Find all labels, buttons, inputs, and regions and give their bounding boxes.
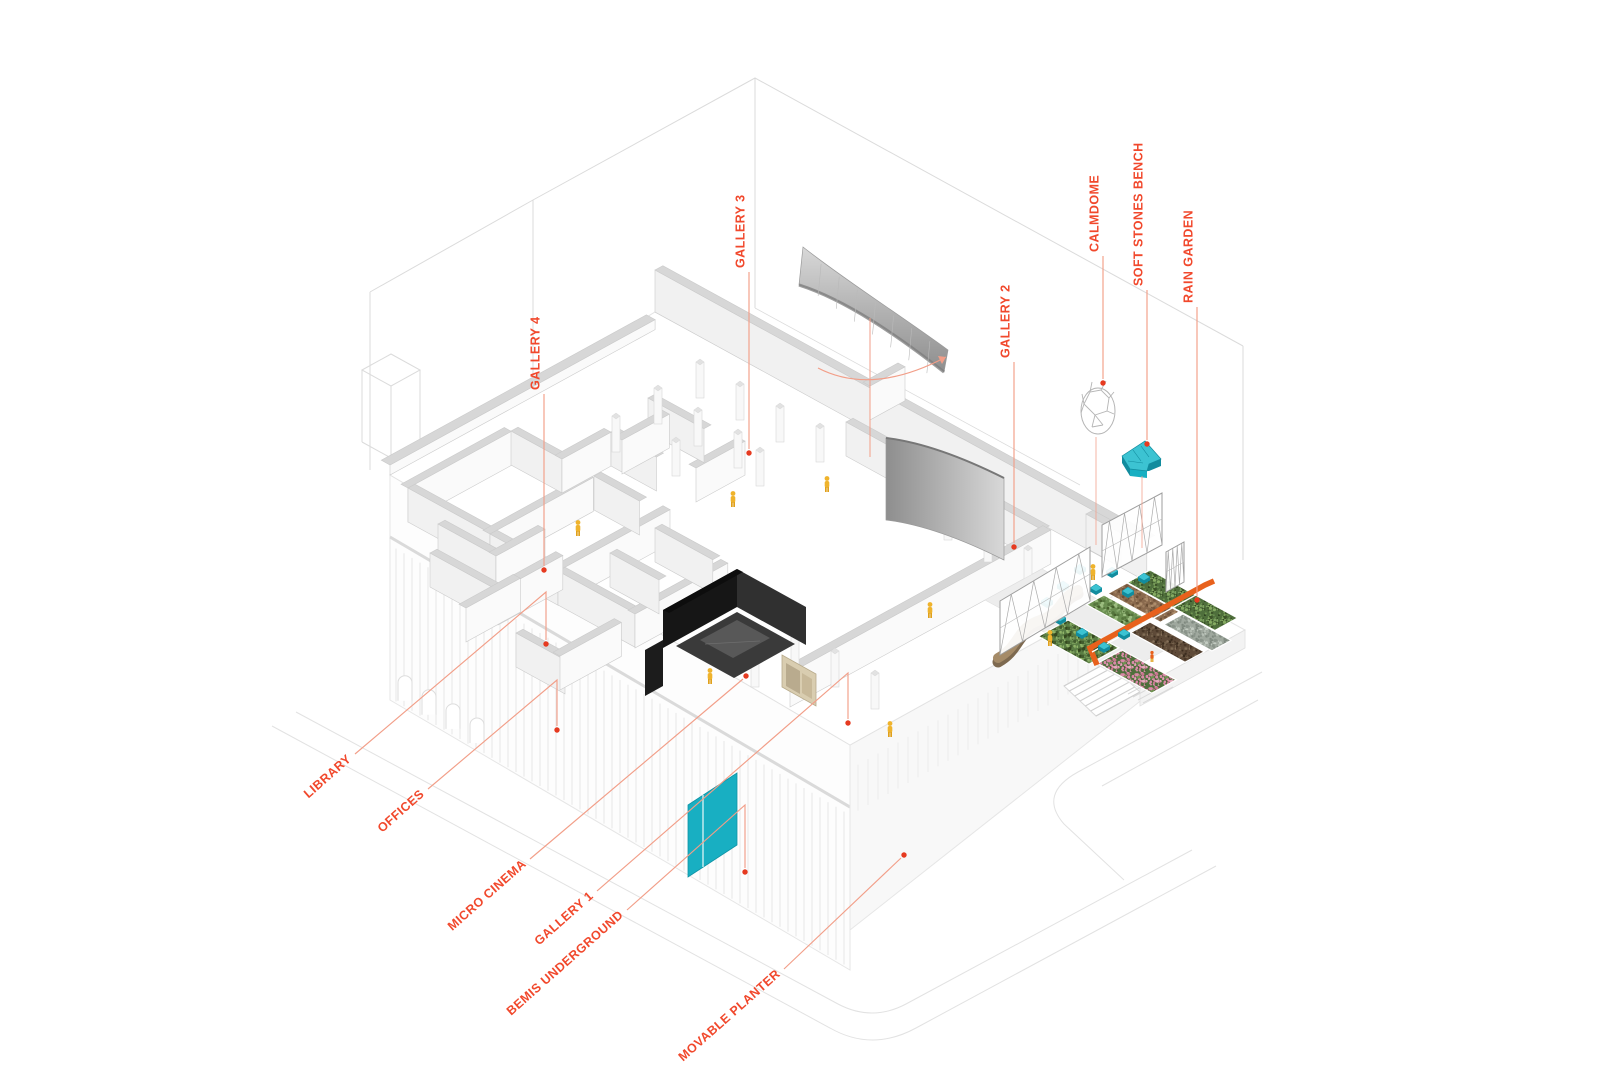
soft-stones-bench-callout: SOFT STONES BENCH bbox=[1132, 142, 1150, 548]
micro-cinema-box bbox=[663, 569, 737, 648]
gallery-4-callout: GALLERY 4 bbox=[529, 316, 547, 573]
library-leader-line bbox=[354, 590, 547, 755]
underground-arch bbox=[397, 675, 413, 701]
underground-arch bbox=[445, 703, 461, 729]
gallery-2-label: GALLERY 2 bbox=[999, 284, 1013, 358]
movable-planter-target-dot bbox=[901, 852, 907, 858]
column bbox=[735, 383, 745, 421]
movable-planter-label: MOVABLE PLANTER bbox=[676, 967, 783, 1064]
micro-cinema-label: MICRO CINEMA bbox=[445, 857, 529, 934]
column bbox=[775, 405, 785, 443]
offices-leader-line bbox=[427, 678, 558, 790]
column bbox=[653, 387, 663, 425]
column bbox=[870, 672, 880, 710]
rain-garden-callout: RAIN GARDEN bbox=[1182, 210, 1200, 603]
underground-arch bbox=[469, 717, 485, 743]
person-figure bbox=[1047, 630, 1053, 646]
underground-arch bbox=[421, 689, 437, 715]
soft-stones-bench-target-dot bbox=[1144, 441, 1150, 447]
rain-garden-label: RAIN GARDEN bbox=[1182, 210, 1196, 303]
exhibits-and-objects bbox=[575, 246, 1247, 878]
person-figure bbox=[1090, 564, 1096, 580]
micro-cinema-leader-line bbox=[529, 678, 744, 860]
garden-bed bbox=[1096, 649, 1178, 694]
person-figure bbox=[730, 491, 736, 507]
gallery-1-leader-line bbox=[596, 671, 849, 892]
gallery-1-target-dot bbox=[845, 720, 851, 726]
building-shell-wireframe bbox=[360, 77, 1244, 560]
gallery-3-callout: GALLERY 3 bbox=[734, 194, 752, 456]
bemis-underground-target-dot bbox=[742, 869, 748, 875]
column bbox=[755, 449, 765, 487]
column bbox=[815, 425, 825, 463]
column bbox=[671, 439, 681, 477]
person-figure bbox=[824, 476, 830, 492]
micro-cinema-wing bbox=[645, 640, 663, 696]
rotation-arc bbox=[817, 356, 947, 381]
offices-target-dot bbox=[554, 727, 560, 733]
soft-stones-bench-icon bbox=[1121, 440, 1162, 478]
column bbox=[693, 409, 703, 447]
library-label: LIBRARY bbox=[301, 752, 354, 801]
person-figure bbox=[707, 668, 713, 684]
gallery-3-label: GALLERY 3 bbox=[734, 194, 748, 268]
gallery-2-target-dot bbox=[1011, 544, 1017, 550]
calmdome-label: CALMDOME bbox=[1088, 175, 1102, 252]
gallery-4-label: GALLERY 4 bbox=[529, 316, 543, 390]
person-figure bbox=[927, 602, 933, 618]
column bbox=[611, 415, 621, 453]
gallery-2-callout: GALLERY 2 bbox=[999, 284, 1017, 550]
rain-garden-target-dot bbox=[1194, 597, 1200, 603]
person-figure bbox=[887, 721, 893, 737]
column bbox=[733, 431, 743, 469]
gallery-4-target-dot bbox=[541, 567, 547, 573]
garden-path bbox=[1086, 578, 1216, 667]
movable-planter-leader-line bbox=[783, 857, 902, 970]
offices-label: OFFICES bbox=[375, 787, 427, 835]
calmdome-callout: CALMDOME bbox=[1088, 175, 1106, 545]
garden-bed bbox=[1162, 613, 1233, 652]
annex-box bbox=[360, 353, 422, 387]
garden-bed bbox=[1129, 621, 1206, 663]
micro-cinema-target-dot bbox=[743, 673, 749, 679]
person-figure bbox=[575, 520, 581, 536]
calmdome-target-dot bbox=[1100, 380, 1106, 386]
sidewalk-outline bbox=[271, 671, 1263, 1041]
building-floorplan bbox=[380, 265, 1156, 971]
gallery-3-target-dot bbox=[746, 450, 752, 456]
person-figure bbox=[1150, 650, 1154, 662]
calmdome-icon bbox=[1080, 380, 1116, 435]
column bbox=[695, 361, 705, 399]
bemis-underground-leader-line bbox=[626, 803, 746, 911]
library-target-dot bbox=[543, 641, 549, 647]
soft-stones-bench-label: SOFT STONES BENCH bbox=[1132, 142, 1146, 286]
